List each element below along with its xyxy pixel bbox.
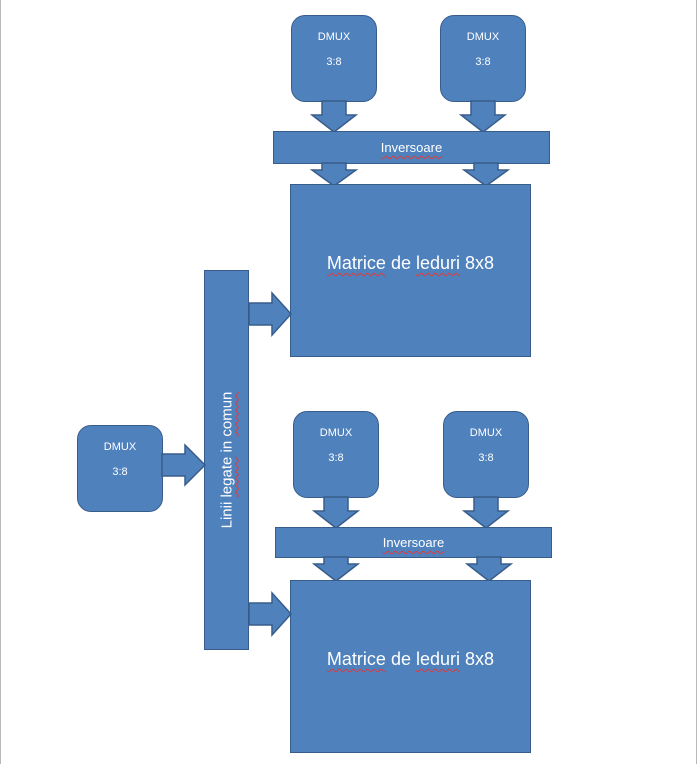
dmux-label: DMUX <box>103 441 137 453</box>
dmux-ratio: 3:8 <box>478 452 494 464</box>
bus-word: Linii <box>218 501 235 529</box>
arrow-right-bus-to-matrix-bottom <box>248 591 293 637</box>
bus-word: legate <box>218 456 235 498</box>
arrow-down-dmux-to-inverters-top-right <box>458 100 508 133</box>
dmux-top-right: DMUX 3:8 <box>440 15 526 102</box>
arrow-down-dmux-to-inverters-bottom-right <box>461 496 511 529</box>
dmux-label: DMUX <box>317 31 351 43</box>
led-matrix-top: Matrice de leduri 8x8 <box>290 184 531 357</box>
matrix-word: de <box>390 649 411 669</box>
dmux-label: DMUX <box>319 427 353 439</box>
inverters-label: Inversoare <box>380 140 443 155</box>
inverters-label: Inversoare <box>382 535 445 550</box>
dmux-label: DMUX <box>466 31 500 43</box>
matrix-word: leduri <box>416 253 461 273</box>
dmux-ratio: 3:8 <box>112 466 128 478</box>
arrow-down-inverters-to-matrix-bottom-right <box>464 556 514 582</box>
led-matrix-label: Matrice de leduri 8x8 <box>327 649 494 752</box>
bus-word: comun <box>218 391 235 437</box>
inverters-bar-bottom: Inversoare <box>275 527 552 558</box>
matrix-word: Matrice <box>326 649 386 669</box>
dmux-bottom-right: DMUX 3:8 <box>443 411 529 498</box>
dmux-ratio: 3:8 <box>326 56 342 68</box>
bus-word: in <box>218 440 235 453</box>
led-matrix-bottom: Matrice de leduri 8x8 <box>290 580 531 753</box>
matrix-word: de <box>390 253 411 273</box>
arrow-down-inverters-to-matrix-top-left <box>309 162 359 187</box>
matrix-word: Matrice <box>326 253 386 273</box>
dmux-bottom-left: DMUX 3:8 <box>293 411 379 498</box>
dmux-left: DMUX 3:8 <box>77 425 163 512</box>
matrix-word: 8x8 <box>465 649 495 669</box>
inverters-bar-top: Inversoare <box>273 131 550 164</box>
dmux-top-left: DMUX 3:8 <box>291 15 377 102</box>
arrow-right-dmux-to-bus <box>161 443 207 487</box>
arrow-down-inverters-to-matrix-top-right <box>461 162 511 187</box>
arrow-down-dmux-to-inverters-bottom-left <box>311 496 361 529</box>
matrix-word: 8x8 <box>465 253 495 273</box>
arrow-down-inverters-to-matrix-bottom-left <box>311 556 361 582</box>
matrix-word: leduri <box>416 649 461 669</box>
arrow-right-bus-to-matrix-top <box>248 291 293 337</box>
common-lines-label: Linii legate in comun <box>218 392 235 529</box>
dmux-ratio: 3:8 <box>328 452 344 464</box>
arrow-down-dmux-to-inverters-top-left <box>309 100 359 133</box>
dmux-ratio: 3:8 <box>475 56 491 68</box>
dmux-label: DMUX <box>469 427 503 439</box>
led-matrix-label: Matrice de leduri 8x8 <box>327 253 494 356</box>
common-lines-bus: Linii legate in comun <box>204 270 249 650</box>
